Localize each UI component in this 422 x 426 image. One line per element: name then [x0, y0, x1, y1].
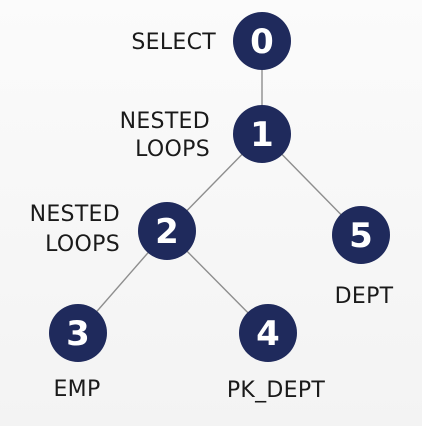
- node-label-line: LOOPS: [45, 232, 120, 257]
- node-label-line: SELECT: [131, 30, 216, 55]
- node-label-1: NESTED LOOPS: [120, 109, 210, 162]
- plan-node-2: 2: [138, 202, 196, 260]
- node-label-line: NESTED: [120, 109, 210, 134]
- node-label-line: PK_DEPT: [227, 378, 326, 403]
- node-circle-4: [239, 304, 297, 362]
- plan-node-5: 5: [332, 206, 390, 264]
- node-label-line: EMP: [53, 377, 100, 402]
- node-label-0: SELECT: [131, 30, 216, 55]
- node-circle-3: [49, 304, 107, 362]
- nodes-layer: 0 1 2 3 4 5: [49, 12, 390, 362]
- node-label-2: NESTED LOOPS: [30, 202, 120, 257]
- node-number-4: 4: [256, 314, 280, 354]
- node-number-5: 5: [349, 216, 373, 256]
- node-circle-5: [332, 206, 390, 264]
- plan-node-4: 4: [239, 304, 297, 362]
- node-circle-1: [233, 105, 291, 163]
- node-label-line: LOOPS: [135, 137, 210, 162]
- node-label-line: NESTED: [30, 202, 120, 227]
- plan-node-3: 3: [49, 304, 107, 362]
- node-number-3: 3: [66, 314, 90, 354]
- node-number-0: 0: [250, 22, 274, 62]
- edges-layer: [77, 41, 362, 334]
- node-circle-2: [138, 202, 196, 260]
- node-label-line: DEPT: [335, 284, 394, 309]
- labels-layer: SELECT NESTED LOOPS NESTED LOOPS EMP PK_DEPT DE…: [30, 30, 394, 403]
- node-circle-0: [233, 12, 291, 70]
- node-label-3: EMP: [53, 377, 100, 402]
- node-label-5: DEPT: [335, 284, 394, 309]
- node-number-1: 1: [250, 115, 274, 155]
- plan-node-1: 1: [233, 105, 291, 163]
- plan-node-0: 0: [233, 12, 291, 70]
- node-number-2: 2: [155, 212, 179, 252]
- node-label-4: PK_DEPT: [227, 378, 326, 403]
